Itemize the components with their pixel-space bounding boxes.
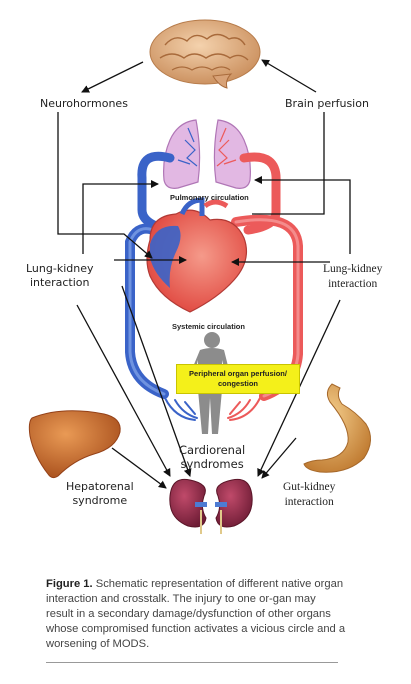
label-systemic-circulation: Systemic circulation [172, 322, 245, 331]
label-pulmonary-circulation: Pulmonary circulation [170, 193, 249, 202]
label-lung-kidney-right: Lung-kidney interaction [323, 263, 383, 290]
label-cardiorenal: Cardiorenal syndromes [179, 443, 246, 471]
arrow-brain-to-neurohormones [81, 61, 144, 93]
label-brain-perfusion: Brain perfusion [285, 97, 369, 110]
brain-icon [149, 19, 261, 89]
label-neurohormones: Neurohormones [40, 97, 128, 110]
arrow-lk-left-to-lungs [82, 180, 159, 254]
label-hepatorenal: Hepatorenal syndrome [66, 480, 134, 507]
label-lung-kidney-left: Lung-kidney interaction [26, 262, 94, 289]
arrow-heart-to-brain-perfusion [252, 112, 325, 215]
label-gut-kidney: Gut-kidney interaction [283, 481, 336, 508]
arrow-stomach-to-kidneys [261, 437, 297, 479]
liver-icon [28, 410, 121, 479]
arrow-lk-left-to-kidneys [76, 304, 171, 477]
arrow-lk-right-to-lungs [254, 176, 351, 254]
arrow-liver-to-kidneys [111, 447, 167, 489]
arrow-perfusion-to-brain [261, 59, 317, 93]
caption-divider [46, 662, 338, 663]
heart-icon [146, 197, 247, 313]
figure-caption: Figure 1. Schematic representation of di… [46, 577, 346, 652]
lungs-icon [163, 119, 251, 189]
peripheral-perfusion-callout: Peripheral organ perfusion/ congestion [176, 364, 300, 394]
stomach-icon [303, 383, 371, 473]
arrow-heart-to-kidneys [121, 285, 192, 477]
arrow-neurohormones-to-heart [57, 112, 153, 259]
kidneys-icon [169, 478, 253, 534]
caption-text: Schematic representation of different na… [46, 578, 346, 650]
figure-label: Figure 1. [46, 578, 93, 590]
